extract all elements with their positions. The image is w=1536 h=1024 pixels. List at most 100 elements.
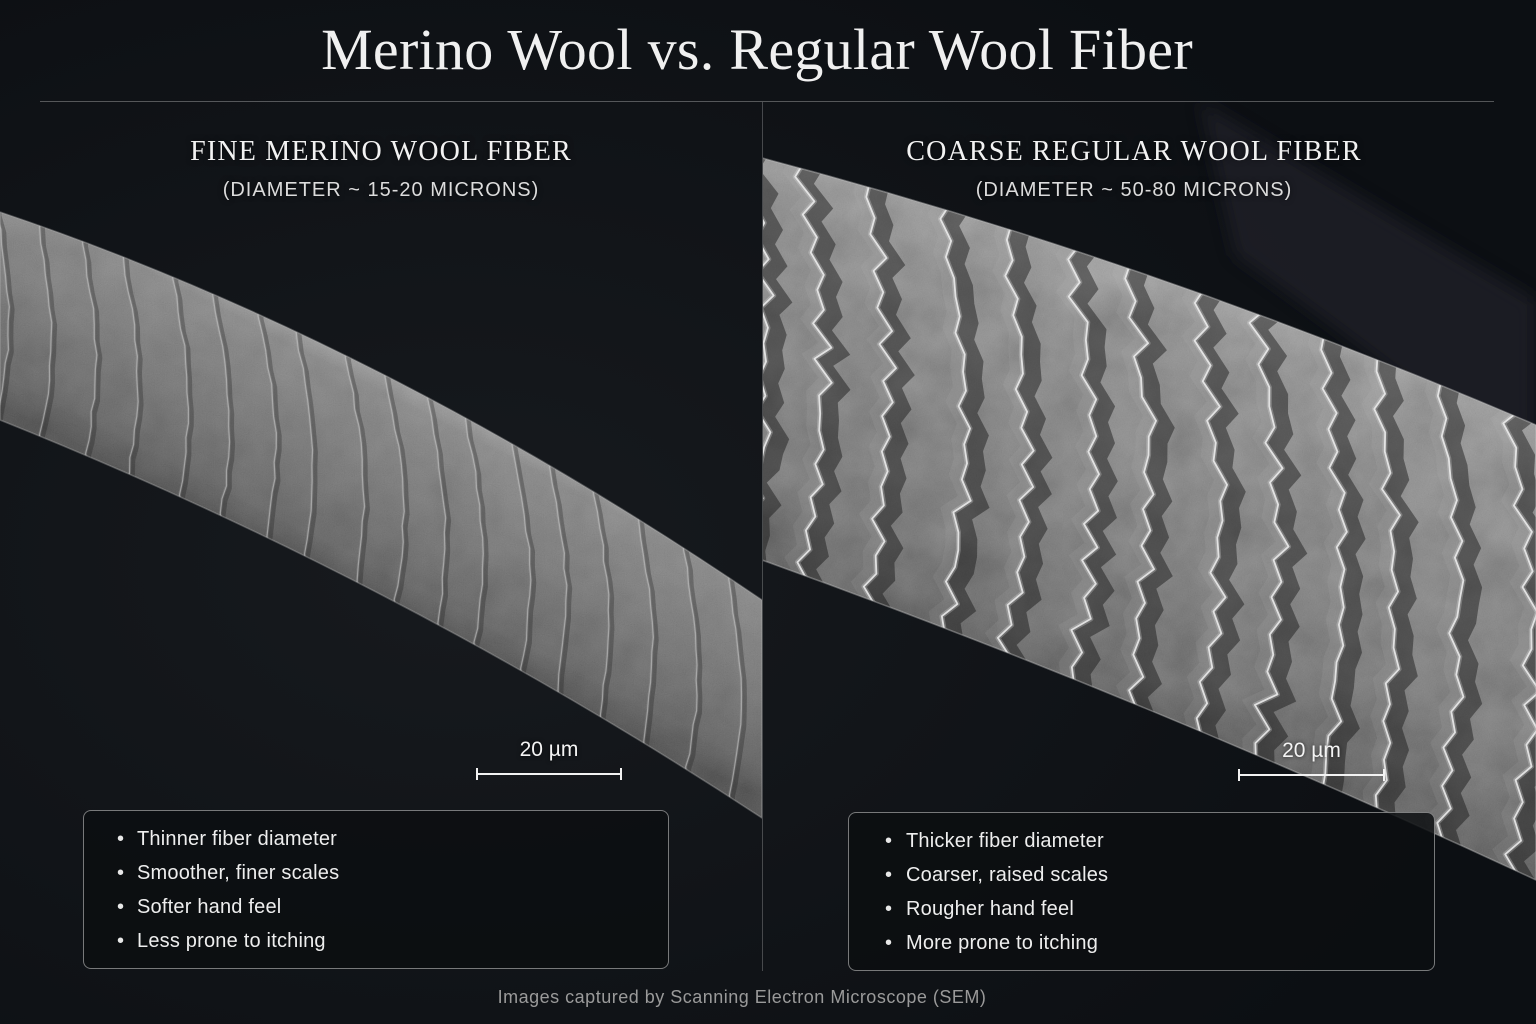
merino-scale-line [476, 768, 622, 780]
merino-fiber-scale-edge [0, 212, 10, 432]
list-item: More prone to itching [849, 926, 1434, 960]
regular-features-list: Thicker fiber diameter Coarser, raised s… [849, 824, 1434, 960]
merino-fiber-scale-shadow [463, 403, 489, 662]
merino-fiber-outline [0, 211, 762, 819]
merino-fiber-scale-edge [548, 451, 568, 706]
regular-fiber-scale-shadow [795, 158, 851, 605]
regular-fiber-scale-edge [794, 158, 833, 599]
image-credit: Images captured by Scanning Electron Mic… [497, 987, 987, 1007]
list-item: Rougher hand feel [849, 892, 1434, 926]
panel-divider [762, 102, 763, 971]
regular-fiber-scale-edge [938, 183, 972, 652]
merino-panel-header: FINE MERINO WOOL FIBER (DIAMETER ~ 15-20… [0, 134, 762, 204]
merino-fiber-scale-edge [635, 504, 654, 756]
regular-fiber-scale-edge [1502, 385, 1536, 880]
merino-fiber-scale-edge [510, 429, 532, 685]
merino-fiber-scale-edge [38, 212, 53, 449]
merino-heading: FINE MERINO WOOL FIBER [190, 136, 572, 167]
merino-fiber-scale-edge [383, 361, 405, 616]
regular-fiber-scale-edge [1124, 241, 1157, 728]
merino-fiber-scale-shadow [258, 301, 282, 554]
regular-fiber-scale-plate [1236, 282, 1289, 781]
regular-scale-line [1238, 769, 1385, 781]
merino-scale-label: 20 µm [519, 738, 579, 761]
regular-features-box: Thicker fiber diameter Coarser, raised s… [848, 812, 1435, 971]
list-item: Less prone to itching [84, 924, 668, 958]
regular-fiber-scale-edge [1248, 286, 1290, 781]
regular-fiber-scale-plate [1302, 305, 1347, 808]
regular-scale-label: 20 µm [1282, 739, 1341, 762]
regular-fiber-scale-edge [1369, 330, 1401, 834]
list-item: Softer hand feel [84, 890, 668, 924]
merino-fiber-scale-shadow [211, 280, 235, 533]
regular-fiber-scale-edge [1191, 264, 1228, 755]
regular-scale-bar: 20 µm [1238, 738, 1385, 781]
regular-fiber-scale-plate [984, 196, 1034, 677]
merino-features-list: Thinner fiber diameter Smoother, finer s… [84, 822, 668, 958]
regular-fiber-scale-plate [782, 158, 832, 598]
merino-fiber-scale-edge [211, 280, 231, 530]
merino-scale-bar: 20 µm [476, 737, 622, 780]
regular-fiber-scale-shadow [1249, 287, 1308, 788]
merino-fiber-scale-shadow [172, 264, 194, 513]
regular-fiber-outline [763, 157, 1536, 881]
page-title: Merino Wool vs. Regular Wool Fiber [321, 17, 1193, 82]
regular-fiber-scale-plate [1050, 216, 1100, 701]
regular-fiber-scale-plate [1179, 259, 1228, 755]
regular-diameter: (DIAMETER ~ 50-80 MICRONS) [975, 179, 1293, 201]
regular-fiber-scale-edge [862, 160, 897, 623]
merino-fiber-scale-shadow [728, 564, 747, 813]
merino-fiber-scale-edge [257, 301, 277, 551]
regular-fiber-scale-plate [926, 178, 971, 652]
regular-fiber-scale-shadow [939, 183, 990, 659]
regular-fiber-scale-shadow [1315, 310, 1366, 815]
regular-heading: COARSE REGULAR WOOL FIBER [906, 136, 1362, 167]
merino-features-box: Thinner fiber diameter Smoother, finer s… [83, 810, 669, 969]
merino-fiber-scale-shadow [38, 212, 58, 452]
merino-fiber-scale-edge [728, 564, 743, 811]
merino-fiber-scale-edge [463, 403, 484, 659]
list-item: Thicker fiber diameter [849, 824, 1434, 858]
merino-fiber-scale-edge [81, 228, 98, 469]
merino-fiber-scale-shadow [345, 342, 370, 599]
regular-fiber-scale-edge [997, 201, 1035, 677]
regular-fiber-scale-shadow [1370, 330, 1419, 841]
regular-fiber-scale-plate [1419, 351, 1464, 860]
regular-fiber-scale-plate [1489, 380, 1536, 880]
regular-fiber-scale-shadow [1192, 264, 1246, 762]
merino-fiber-scale-shadow [426, 383, 452, 641]
merino-fiber-scale-shadow [294, 317, 318, 573]
regular-fiber-scale-edge [1062, 220, 1100, 702]
regular-fiber-scale-shadow [1125, 241, 1175, 734]
regular-fiber-scale-plate [850, 158, 897, 622]
merino-fiber-scale-shadow [592, 477, 615, 733]
merino-fiber-scale-edge [591, 477, 610, 730]
regular-fiber-scale-shadow [1432, 356, 1483, 867]
regular-fiber-scale-edge [763, 158, 775, 577]
regular-fiber-scale-shadow [863, 160, 915, 630]
regular-fiber-scale-plate [1357, 325, 1400, 834]
list-item: Smoother, finer scales [84, 856, 668, 890]
regular-fiber-scale-edge [1431, 356, 1465, 861]
merino-fiber-scale-edge [344, 342, 366, 596]
merino-fiber-scale-edge [293, 317, 314, 570]
merino-fiber-scale-edge [425, 383, 447, 639]
title-divider [40, 101, 1494, 102]
regular-fiber-scale-shadow [1063, 221, 1118, 708]
regular-fiber-scale-edge [1314, 310, 1348, 808]
merino-fiber-scale-shadow [682, 534, 703, 786]
merino-fiber-scale-shadow [122, 243, 144, 489]
list-item: Coarser, raised scales [849, 858, 1434, 892]
regular-panel-header: COARSE REGULAR WOOL FIBER (DIAMETER ~ 50… [762, 134, 1506, 204]
merino-fiber-scale-shadow [548, 451, 573, 708]
merino-fiber-scale-edge [172, 264, 190, 511]
regular-fiber-scale-shadow [997, 201, 1053, 684]
merino-fiber-scale-shadow [384, 361, 410, 619]
list-item: Thinner fiber diameter [84, 822, 668, 856]
merino-fiber-scale-shadow [82, 228, 103, 472]
merino-diameter: (DIAMETER ~ 15-20 MICRONS) [222, 179, 540, 201]
merino-fiber-scale-edge [682, 534, 698, 784]
merino-fiber-scale-edge [121, 243, 139, 487]
regular-fiber-scale-shadow [763, 158, 793, 584]
